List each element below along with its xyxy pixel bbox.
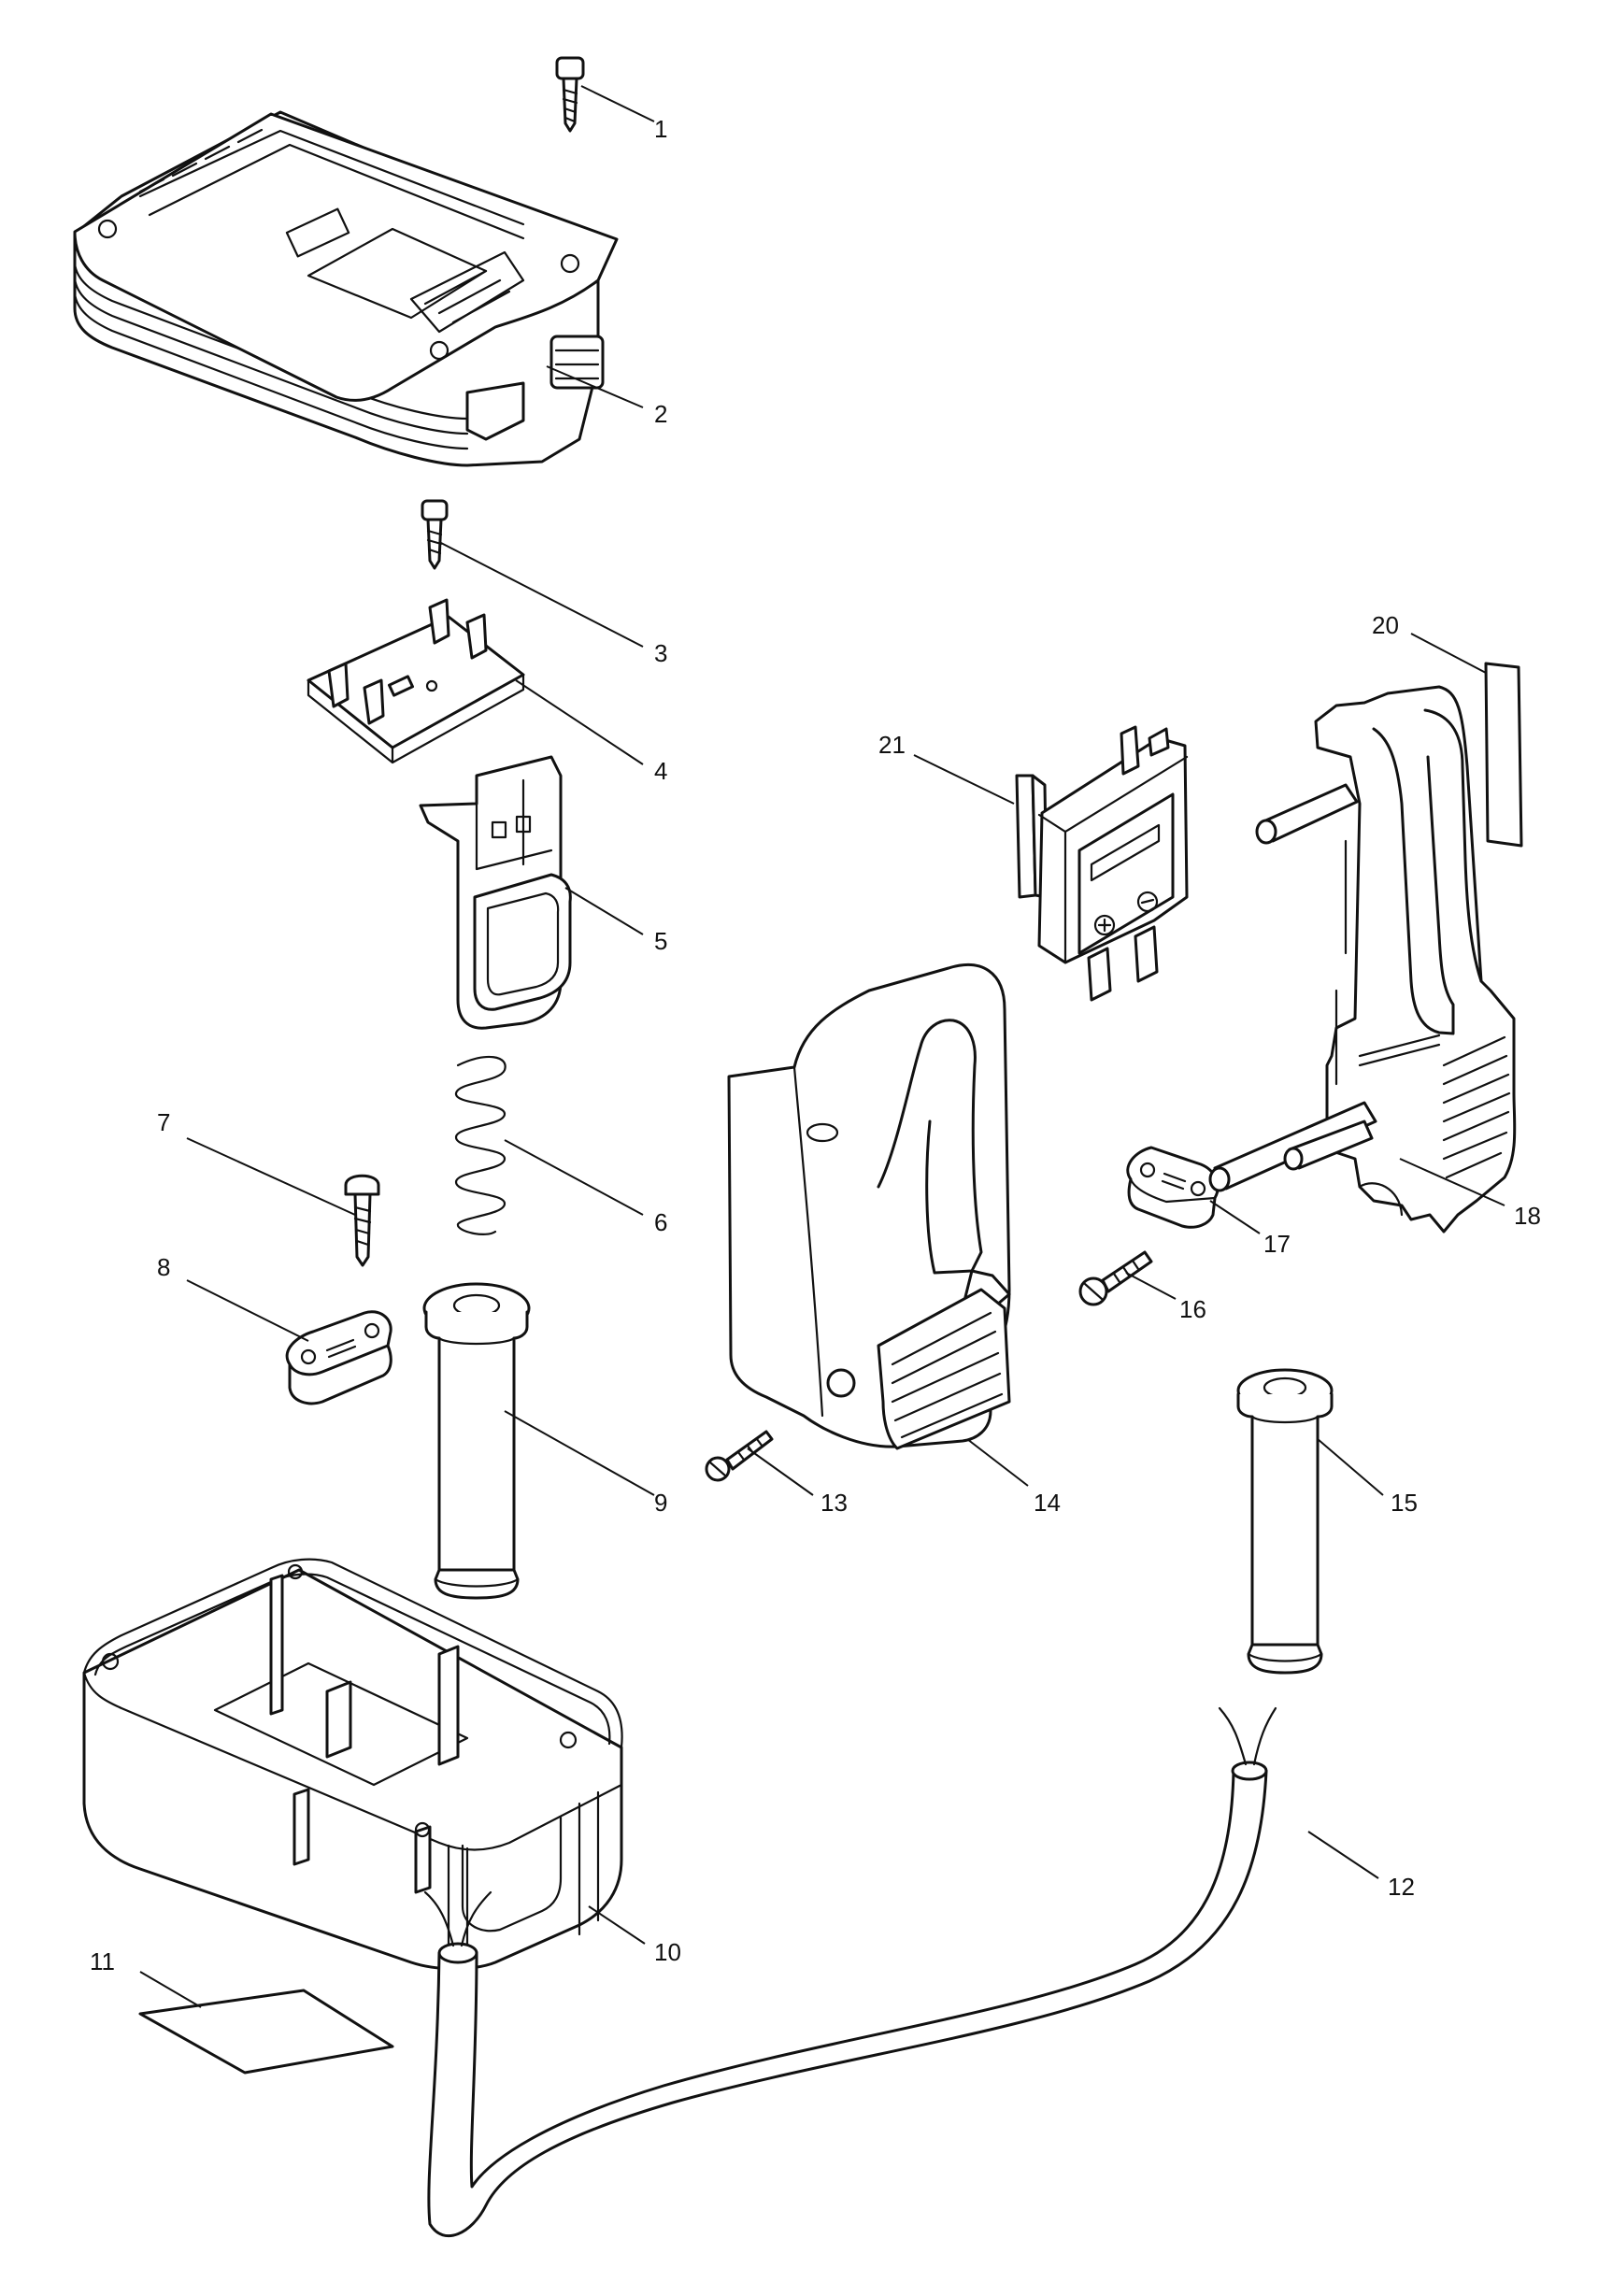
part-8-cable-clamp xyxy=(285,1310,392,1405)
part-5-latch-button xyxy=(419,755,572,1030)
part-20-label-strip xyxy=(1484,662,1523,848)
part-4-terminal-plate xyxy=(307,598,525,764)
part-16-screw xyxy=(1078,1250,1153,1306)
part-10-housing-base xyxy=(82,1558,623,1972)
callout-15: 15 xyxy=(1391,1489,1418,1517)
part-13-screw xyxy=(705,1430,774,1482)
part-1-screw xyxy=(555,56,585,133)
callout-11: 11 xyxy=(90,1947,115,1975)
callout-6: 6 xyxy=(654,1208,667,1236)
callout-1: 1 xyxy=(654,115,667,143)
part-14-handle-cover xyxy=(727,963,1011,1450)
part-17-cable-clamp xyxy=(1126,1146,1220,1229)
callout-10: 10 xyxy=(654,1938,681,1966)
part-3-screw xyxy=(421,499,449,570)
callout-12: 12 xyxy=(1388,1873,1415,1901)
part-6-spring xyxy=(454,1055,507,1235)
part-2-housing-top xyxy=(73,110,619,467)
callout-9: 9 xyxy=(654,1489,667,1517)
callout-numbers: 1 2 3 4 5 6 7 8 9 10 11 12 13 14 15 16 1… xyxy=(90,115,1541,1975)
part-15-cable-sleeve xyxy=(1236,1368,1334,1675)
part-21-terminal-block xyxy=(1015,725,1189,1002)
callout-7: 7 xyxy=(157,1108,170,1136)
callout-17: 17 xyxy=(1263,1230,1291,1258)
callout-4: 4 xyxy=(654,757,667,785)
part-11-label xyxy=(138,1989,394,2075)
part-12-power-cord xyxy=(423,1706,1277,2237)
leader-lines xyxy=(139,85,1505,2008)
part-7-screw xyxy=(344,1174,380,1267)
callout-5: 5 xyxy=(654,927,667,955)
callout-8: 8 xyxy=(157,1253,170,1281)
callout-16: 16 xyxy=(1179,1295,1206,1323)
callout-3: 3 xyxy=(654,639,667,667)
callout-14: 14 xyxy=(1034,1489,1061,1517)
callout-2: 2 xyxy=(654,400,667,428)
callout-20: 20 xyxy=(1372,611,1399,639)
callout-13: 13 xyxy=(820,1489,848,1517)
callout-21: 21 xyxy=(878,731,906,759)
part-9-cable-sleeve xyxy=(422,1282,531,1600)
part-18-handle-frame xyxy=(1208,685,1517,1234)
callout-18: 18 xyxy=(1514,1202,1541,1230)
